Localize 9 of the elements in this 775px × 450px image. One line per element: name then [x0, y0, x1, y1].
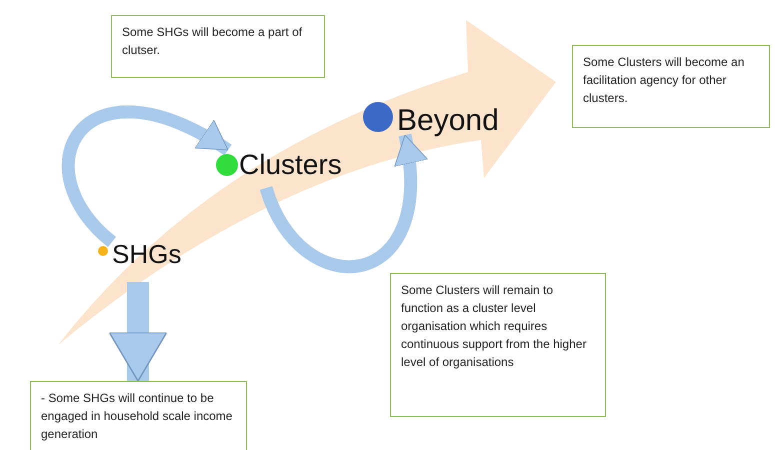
- callout-box: Some SHGs will become a part of clutser.: [111, 15, 325, 78]
- callout-box: Some Clusters will remain to function as a cluster level organisation which requires continuous support from the higher level of organisations: [390, 273, 606, 417]
- curved-block-arrow: [108, 282, 168, 382]
- callout-box: - Some SHGs will continue to be engaged in household scale income generation: [30, 381, 247, 450]
- stage-label: Clusters: [239, 150, 342, 181]
- curved-block-arrow: [62, 106, 232, 247]
- callout-box: Some Clusters will become an facilitation agency for other clusters.: [572, 45, 770, 128]
- stage-label: SHGs: [112, 240, 182, 269]
- stage-label: Beyond: [397, 104, 499, 137]
